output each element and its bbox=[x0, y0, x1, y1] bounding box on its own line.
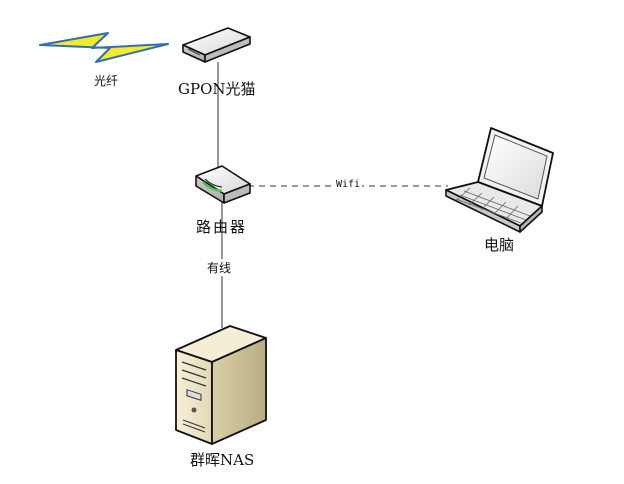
router-icon bbox=[195, 165, 251, 204]
server-tower-icon bbox=[175, 325, 267, 445]
wifi-link-label: Wifi bbox=[334, 179, 363, 190]
laptop-label: 电脑 bbox=[484, 236, 515, 254]
fiber-label: 光纤 bbox=[94, 74, 119, 88]
router-label: 路由器 bbox=[196, 218, 248, 236]
lightning-bolt-icon bbox=[39, 32, 169, 63]
laptop-icon bbox=[445, 127, 554, 233]
nas-label: 群晖NAS bbox=[190, 451, 255, 469]
wired-link-label: 有线 bbox=[206, 259, 233, 276]
gpon-modem-label: GPON光猫 bbox=[178, 80, 256, 98]
modem-icon bbox=[182, 27, 251, 63]
